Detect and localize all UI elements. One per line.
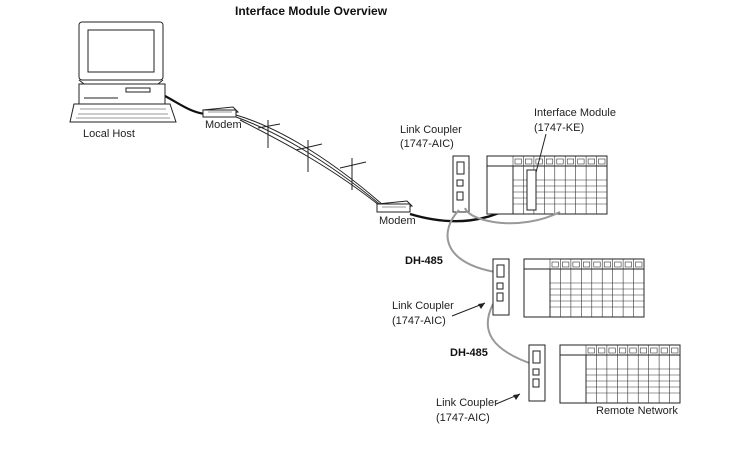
link-coupler-2-part: (1747-AIC) bbox=[392, 315, 446, 327]
modem-1-device bbox=[202, 106, 240, 118]
slc-rack-2 bbox=[523, 258, 645, 318]
link-coupler-3-part: (1747-AIC) bbox=[436, 412, 490, 424]
link-coupler-2-device bbox=[492, 258, 510, 316]
slc-rack-3 bbox=[559, 344, 681, 404]
telephone-lines bbox=[235, 114, 386, 211]
dh485-cables bbox=[446, 207, 561, 366]
link-coupler-1-label: Link Coupler bbox=[400, 124, 462, 136]
slc-rack-1 bbox=[486, 155, 608, 215]
link-coupler-2-label: Link Coupler bbox=[392, 300, 454, 312]
local-host-computer bbox=[69, 21, 177, 123]
modem-2-device bbox=[376, 200, 414, 213]
link-coupler-1-part: (1747-AIC) bbox=[400, 138, 454, 150]
interface-module-label: Interface Module bbox=[534, 107, 616, 119]
dh485-label-1: DH-485 bbox=[405, 255, 443, 267]
diagram-title: Interface Module Overview bbox=[235, 4, 388, 18]
link-coupler-2-arrow bbox=[451, 302, 486, 317]
link-coupler-3-device bbox=[528, 344, 546, 402]
host-modem-cable bbox=[164, 95, 206, 116]
interface-module-card bbox=[526, 169, 537, 211]
link-coupler-3-arrow bbox=[495, 393, 521, 405]
dh485-label-2: DH-485 bbox=[450, 347, 488, 359]
modem-1-label: Modem bbox=[205, 119, 242, 131]
link-coupler-3-label: Link Coupler bbox=[436, 397, 498, 409]
link-coupler-1-device bbox=[452, 155, 470, 213]
interface-module-part: (1747-KE) bbox=[534, 122, 584, 134]
remote-network-label: Remote Network bbox=[596, 405, 678, 417]
modem-2-label: Modem bbox=[379, 215, 416, 227]
local-host-label: Local Host bbox=[83, 128, 135, 140]
